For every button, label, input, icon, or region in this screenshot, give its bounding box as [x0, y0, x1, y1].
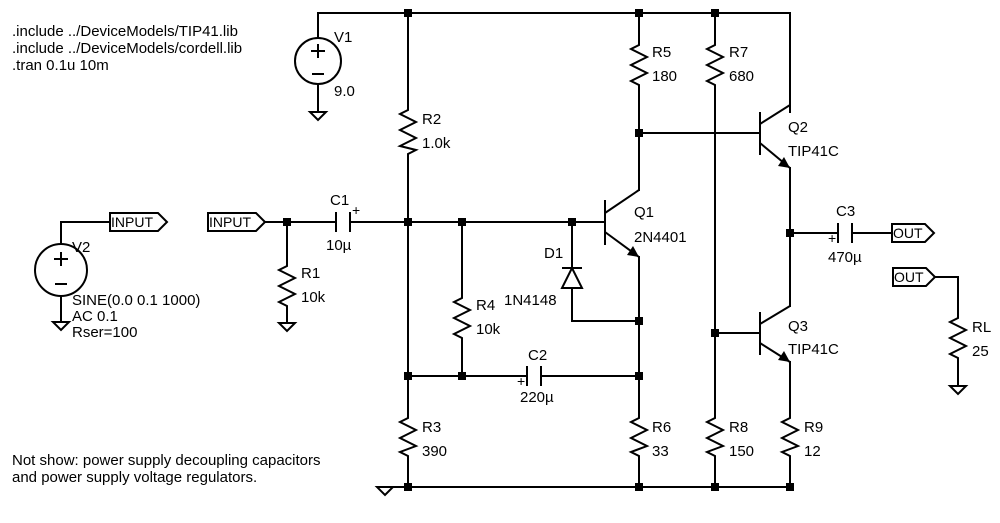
- resistor-r9: R9 12: [779, 410, 823, 460]
- svg-text:OUT: OUT: [893, 225, 923, 241]
- r4-value: 10k: [476, 321, 501, 338]
- r5-value: 180: [652, 68, 677, 85]
- v1-name: V1: [334, 29, 352, 46]
- svg-text:INPUT: INPUT: [209, 214, 251, 230]
- r8-name: R8: [729, 419, 748, 436]
- c1-name: C1: [330, 192, 349, 209]
- r6-name: R6: [652, 419, 671, 436]
- q3-name: Q3: [788, 318, 808, 335]
- r2-value: 1.0k: [422, 135, 451, 152]
- rl-name: RL: [972, 319, 991, 336]
- d1-name: D1: [544, 245, 563, 262]
- resistor-r2: R2 1.0k: [397, 100, 451, 158]
- ground-rl: [947, 385, 969, 396]
- rl-value: 25: [972, 343, 989, 360]
- c3-value: 470µ: [828, 249, 862, 266]
- net-label-out-c3: OUT: [891, 223, 936, 243]
- resistor-r7: R7 680: [704, 37, 754, 88]
- q1-name: Q1: [634, 204, 654, 221]
- r8-value: 150: [729, 443, 754, 460]
- c2-name: C2: [528, 347, 547, 364]
- capacitor-c1: + C1 10µ: [326, 192, 360, 254]
- transistor-q1: Q1 2N4401: [604, 189, 687, 258]
- spice-directives: .include ../DeviceModels/TIP41.lib .incl…: [12, 23, 242, 74]
- net-label-out-load: OUT: [892, 267, 937, 287]
- r2-name: R2: [422, 111, 441, 128]
- r1-name: R1: [301, 265, 320, 282]
- r6-value: 33: [652, 443, 669, 460]
- note-line-1: Not show: power supply decoupling capaci…: [12, 452, 321, 469]
- c3-name: C3: [836, 203, 855, 220]
- note-line-2: and power supply voltage regulators.: [12, 469, 257, 486]
- transistor-q2: Q2 TIP41C: [759, 104, 839, 169]
- ground-v2: [50, 321, 72, 332]
- voltage-source-v1: V1 9.0: [294, 29, 355, 100]
- v2-name: V2: [72, 239, 90, 256]
- directive-tran: .tran 0.1u 10m: [12, 57, 109, 74]
- ground-main: [374, 486, 396, 497]
- capacitor-c3: + C3 470µ: [828, 203, 862, 266]
- r3-name: R3: [422, 419, 441, 436]
- v2-line-2: AC 0.1: [72, 308, 118, 325]
- resistor-r4: R4 10k: [451, 290, 501, 343]
- resistor-r6: R6 33: [628, 410, 671, 460]
- ground-symbols: [50, 111, 969, 497]
- junction-dots: [283, 9, 794, 491]
- resistor-r8: R8 150: [704, 410, 754, 460]
- voltage-source-v2: V2 SINE(0.0 0.1 1000) AC 0.1 Rser=100: [34, 239, 200, 341]
- d1-value: 1N4148: [504, 292, 557, 309]
- resistor-r1: R1 10k: [276, 258, 326, 310]
- wires: [60, 12, 959, 488]
- ground-r1: [276, 322, 298, 333]
- v2-line-3: Rser=100: [72, 324, 137, 341]
- svg-text:+: +: [517, 373, 525, 389]
- r3-value: 390: [422, 443, 447, 460]
- q2-value: TIP41C: [788, 143, 839, 160]
- svg-text:+: +: [352, 202, 360, 218]
- r5-name: R5: [652, 44, 671, 61]
- q3-value: TIP41C: [788, 341, 839, 358]
- resistor-rl: RL 25: [947, 310, 991, 362]
- r9-name: R9: [804, 419, 823, 436]
- svg-text:OUT: OUT: [894, 269, 924, 285]
- r1-value: 10k: [301, 289, 326, 306]
- v2-line-1: SINE(0.0 0.1 1000): [72, 292, 200, 309]
- schematic-note: Not show: power supply decoupling capaci…: [12, 452, 321, 486]
- capacitor-c2: + C2 220µ: [517, 347, 554, 406]
- svg-text:+: +: [828, 230, 836, 246]
- transistor-q3: Q3 TIP41C: [759, 305, 839, 363]
- q2-name: Q2: [788, 119, 808, 136]
- directive-include-cordell: .include ../DeviceModels/cordell.lib: [12, 40, 242, 57]
- r4-name: R4: [476, 297, 495, 314]
- directive-include-tip41: .include ../DeviceModels/TIP41.lib: [12, 23, 238, 40]
- diode-d1: D1 1N4148: [504, 245, 584, 309]
- r7-value: 680: [729, 68, 754, 85]
- net-label-input-source: INPUT: [109, 212, 169, 232]
- resistor-r3: R3 390: [397, 410, 447, 460]
- q1-value: 2N4401: [634, 229, 687, 246]
- r9-value: 12: [804, 443, 821, 460]
- resistor-r5: R5 180: [628, 37, 677, 88]
- r7-name: R7: [729, 44, 748, 61]
- ground-v1: [307, 111, 329, 122]
- net-label-input: INPUT: [207, 212, 267, 232]
- c2-value: 220µ: [520, 389, 554, 406]
- c1-value: 10µ: [326, 237, 352, 254]
- v1-value: 9.0: [334, 83, 355, 100]
- svg-text:INPUT: INPUT: [111, 214, 153, 230]
